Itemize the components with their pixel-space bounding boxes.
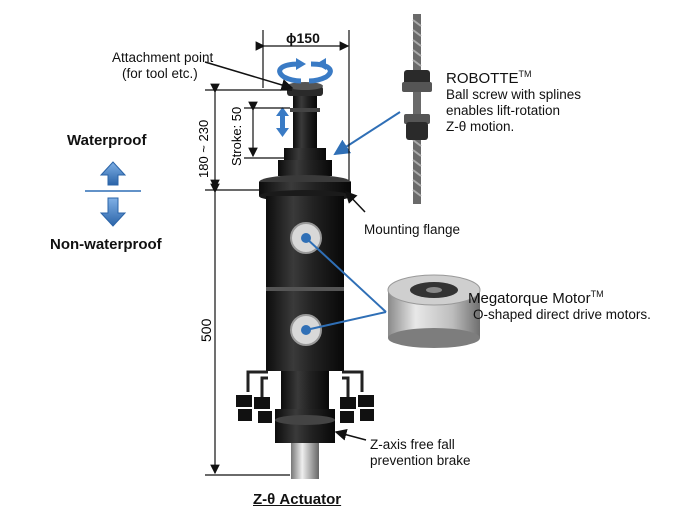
motor-desc: O-shaped direct drive motors. (473, 307, 651, 322)
non-waterproof-label: Non-waterproof (50, 236, 162, 253)
brake-callout: Z-axis free fall prevention brake (370, 437, 471, 469)
stroke-label: Stroke: 50 (229, 106, 244, 166)
robotte-tm: TM (518, 69, 532, 79)
robotte-desc-2: enables lift-rotation (446, 103, 561, 118)
diameter-label: ϕ150 (286, 30, 320, 46)
ball-screw-image (402, 14, 432, 204)
diagram-title: Z-θ Actuator (253, 491, 342, 508)
dimension-lines (205, 30, 350, 476)
waterproof-label: Waterproof (67, 132, 147, 149)
megatorque-callout: Megatorque MotorTM O-shaped direct drive… (468, 286, 688, 323)
attachment-point-label: Attachment point (for tool etc.) (112, 50, 232, 82)
height-range-label: 180 ~ 230 (196, 119, 211, 178)
waterproof-arrows-icon (85, 161, 141, 227)
black-leaders (204, 61, 367, 441)
brake-line1: Z-axis free fall (370, 437, 455, 452)
robotte-callout: ROBOTTETM Ball screw with splines enable… (446, 66, 646, 135)
leader-lines (305, 111, 401, 331)
robotte-name: ROBOTTE (446, 70, 519, 87)
lift-arrow-icon (276, 107, 289, 137)
motor-tm: TM (590, 289, 604, 299)
robotte-desc-3: Z-θ motion. (446, 119, 515, 134)
body-length-label: 500 (198, 318, 214, 342)
rotation-arrows-icon (277, 58, 333, 84)
megatorque-motor-image (387, 274, 481, 348)
robotte-desc-1: Ball screw with splines (446, 87, 582, 102)
attachment-point-line2: (for tool etc.) (122, 66, 198, 81)
motor-name: Megatorque Motor (468, 290, 591, 307)
brake-line2: prevention brake (370, 453, 471, 468)
mounting-flange-label: Mounting flange (364, 222, 461, 237)
attachment-point-line1: Attachment point (112, 50, 214, 65)
